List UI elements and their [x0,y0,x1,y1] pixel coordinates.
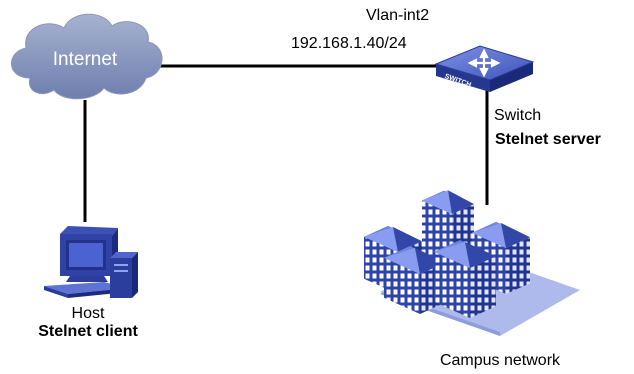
building-shape [434,240,496,318]
switch-interface-label: Vlan-int2 [366,7,430,24]
host-computer-icon [44,226,138,298]
internet-cloud-icon [11,13,163,100]
host-name-label: Host [71,305,105,322]
switch-icon [434,45,535,92]
switch-ip-label: 192.168.1.40/24 [291,35,407,52]
switch-name-label: Switch [494,107,542,124]
switch-role-label: Stelnet server [495,131,601,148]
campus-network-label: Campus network [439,352,561,369]
host-role-label: Stelnet client [38,323,138,340]
internet-label: Internet [52,49,118,70]
